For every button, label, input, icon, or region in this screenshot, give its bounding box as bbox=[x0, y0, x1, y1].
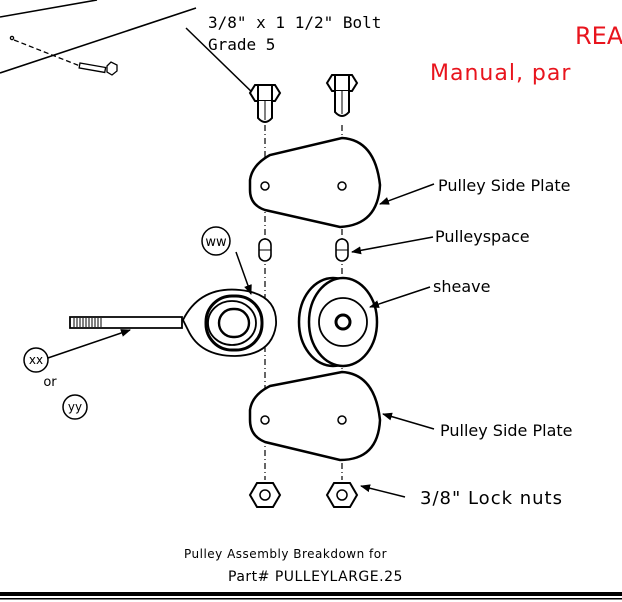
label-lock-nuts: 3/8" Lock nuts bbox=[420, 488, 563, 509]
corner-bolt-detail bbox=[9, 35, 118, 76]
callout-bubble-xx bbox=[23, 347, 49, 373]
red-title-text: REA bbox=[575, 22, 622, 50]
frame-corner-lines bbox=[0, 0, 197, 74]
lock-nut-right bbox=[325, 482, 359, 508]
bolt-right bbox=[325, 74, 359, 117]
label-sheave: sheave bbox=[433, 277, 490, 296]
caption-line-2: Part# PULLEYLARGE.25 bbox=[228, 569, 403, 585]
callout-leaders bbox=[41, 183, 435, 498]
label-pulley-side-plate-bottom: Pulley Side Plate bbox=[440, 421, 573, 440]
callout-xx-text: xx bbox=[29, 353, 43, 367]
pulley-side-plate-bottom bbox=[248, 370, 382, 462]
sheave-wheel bbox=[297, 276, 379, 368]
chain-link bbox=[204, 294, 264, 352]
lock-nut-left bbox=[248, 482, 282, 508]
red-subtitle-text: Manual, par bbox=[430, 61, 571, 86]
eye-bolt-threads bbox=[73, 318, 102, 327]
callout-or-text: or bbox=[43, 375, 57, 390]
bolt-label-leader bbox=[185, 27, 259, 99]
bolt-grade-text: Grade 5 bbox=[208, 35, 275, 54]
label-pulleyspace: Pulleyspace bbox=[435, 227, 530, 246]
pulley-spacers bbox=[258, 238, 349, 262]
pulley-side-plate-top bbox=[248, 136, 382, 229]
bottom-border-thin bbox=[0, 598, 622, 600]
bottom-border-bar bbox=[0, 592, 622, 596]
callout-bubble-yy bbox=[62, 394, 88, 420]
callout-ww-text: ww bbox=[205, 235, 227, 250]
callout-yy-text: yy bbox=[68, 400, 82, 414]
bolt-left bbox=[248, 84, 282, 123]
callout-bubble-ww bbox=[201, 226, 231, 256]
label-pulley-side-plate-top: Pulley Side Plate bbox=[438, 176, 571, 195]
caption-line-1: Pulley Assembly Breakdown for bbox=[184, 547, 387, 561]
bolt-spec-text: 3/8" x 1 1/2" Bolt bbox=[208, 13, 381, 32]
